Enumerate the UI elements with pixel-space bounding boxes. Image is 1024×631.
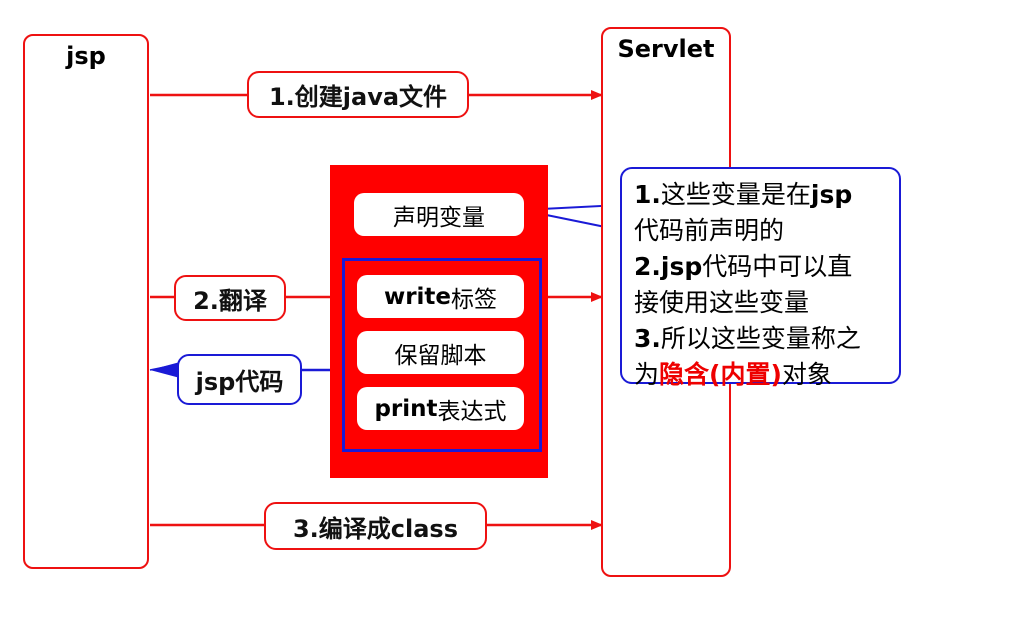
jsp-box: jsp	[23, 34, 149, 569]
explanation-note: 1.这些变量是在jsp 代码前声明的 2.jsp代码中可以直 接使用这些变量 3…	[620, 167, 901, 389]
note-line-1: 1.这些变量是在jsp	[634, 177, 889, 213]
jsp-code-frame	[342, 258, 542, 452]
write-tag-keyword: write	[383, 283, 452, 310]
note-line-1-number: 1.	[634, 180, 661, 209]
write-tag-text: 标签	[451, 286, 498, 313]
note-line-6-highlight: 隐含(内置)	[659, 360, 782, 389]
note-line-1-text: 这些变量是在	[660, 180, 811, 209]
note-line-1-keyword: jsp	[810, 180, 853, 209]
declare-variables: 声明变量	[354, 193, 524, 236]
label-jsp-code: jsp代码	[177, 354, 302, 405]
label-compile-class: 3.编译成class	[264, 502, 487, 550]
note-line-2: 代码前声明的	[634, 216, 785, 245]
note-line-3-text: 代码中可以直	[702, 252, 853, 281]
keep-script: 保留脚本	[357, 331, 524, 374]
note-line-6-pre: 为	[634, 360, 660, 389]
label-translate: 2.翻译	[174, 275, 286, 321]
print-expression-keyword: print	[374, 395, 438, 422]
note-line-5: 3.所以这些变量称之	[634, 321, 889, 357]
note-line-3-keyword: 2.jsp	[634, 252, 703, 281]
note-line-6-post: 对象	[781, 360, 832, 389]
callout-line-jsp-code-left	[149, 363, 181, 371]
note-line-4: 接使用这些变量	[634, 288, 810, 317]
servlet-title: Servlet	[617, 35, 715, 63]
note-line-6: 为隐含(内置)对象	[634, 357, 889, 393]
note-line-3: 2.jsp代码中可以直	[634, 249, 889, 285]
label-create-java-file: 1.创建java文件	[247, 71, 469, 118]
jsp-title: jsp	[66, 42, 106, 70]
print-expression-text: 表达式	[437, 398, 507, 425]
note-line-5-number: 3.	[634, 324, 661, 353]
note-line-5-text: 所以这些变量称之	[660, 324, 861, 353]
